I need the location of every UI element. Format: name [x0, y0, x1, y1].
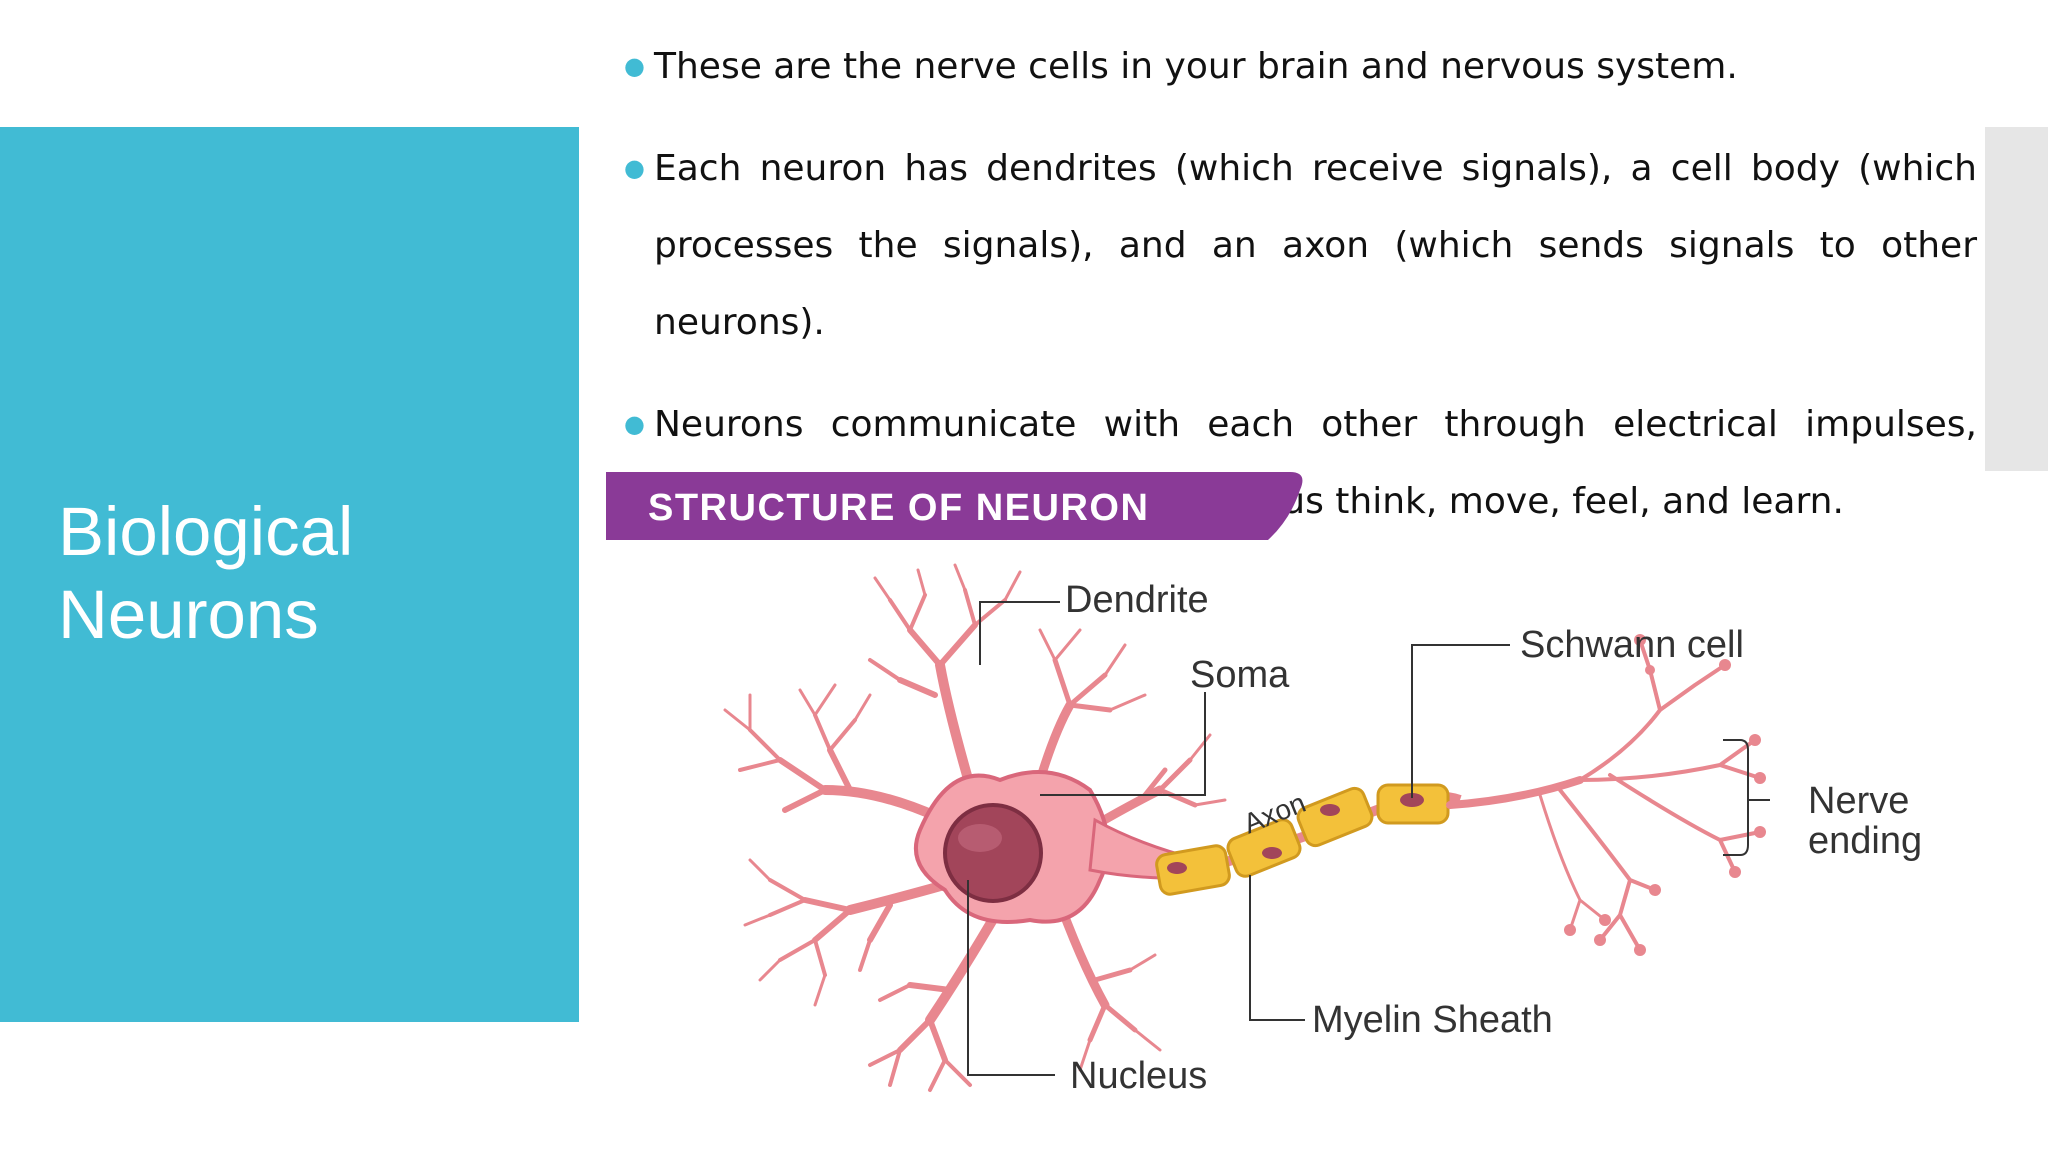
nerve-endings — [1446, 638, 1762, 952]
bullet-text: These are the nerve cells in your brain … — [654, 46, 1738, 87]
banner-text: STRUCTURE OF NEURON — [648, 487, 1149, 529]
neuron-diagram: STRUCTURE OF NEURON — [606, 472, 1922, 1097]
label-myelin-sheath: Myelin Sheath — [1312, 999, 1553, 1041]
bullet-dot-icon: ● — [624, 410, 645, 438]
label-nerve-ending-line2: ending — [1808, 820, 1922, 862]
diagram-labels: Dendrite Soma Axon Schwann cell Nerve en… — [1065, 579, 1922, 1097]
title-panel — [0, 127, 579, 1022]
title-line-1: Biological — [58, 493, 354, 570]
bullet-item: ● These are the nerve cells in your brai… — [620, 28, 1977, 105]
nucleus-shape — [943, 803, 1043, 903]
banner-shape — [606, 472, 1303, 540]
nerve-terminals — [1564, 634, 1766, 956]
callout-lines — [967, 601, 1770, 1076]
slide-title: Biological Neurons — [58, 490, 558, 656]
bullet-text: Each neuron has dendrites (which receive… — [654, 148, 1977, 343]
bullet-dot-icon: ● — [624, 154, 645, 182]
title-line-2: Neurons — [58, 576, 319, 653]
label-nucleus: Nucleus — [1070, 1055, 1207, 1097]
nucleus-highlight — [958, 824, 1002, 852]
bullet-item: ● Each neuron has dendrites (which recei… — [620, 130, 1977, 361]
bullet-dot-icon: ● — [624, 52, 645, 80]
label-dendrite: Dendrite — [1065, 579, 1209, 621]
myelin-segments — [1155, 783, 1450, 896]
label-nerve-ending-line1: Nerve — [1808, 780, 1909, 822]
label-schwann-cell: Schwann cell — [1520, 624, 1744, 666]
label-soma: Soma — [1190, 654, 1290, 696]
side-strip — [1985, 127, 2048, 471]
